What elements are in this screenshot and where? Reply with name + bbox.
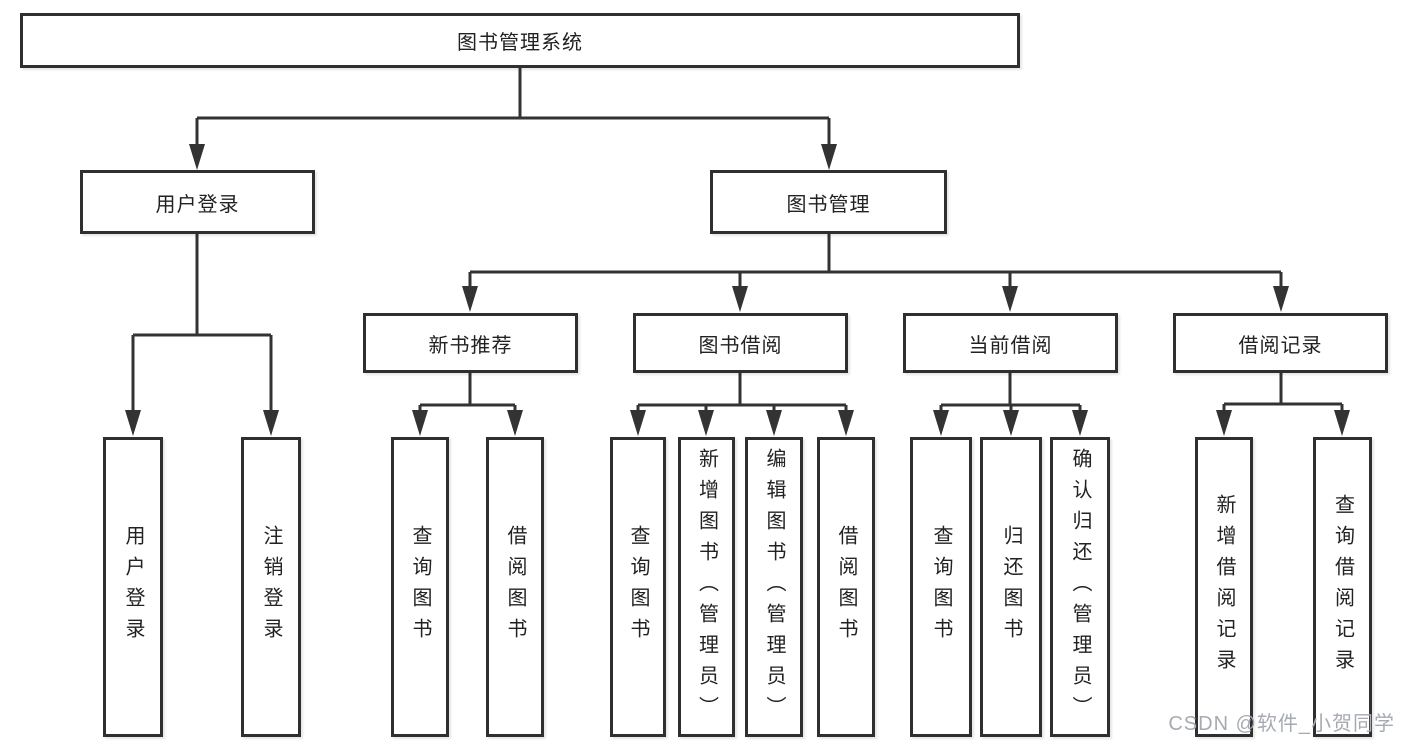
node-leaf-query-books-recommend: 查询图书 [391, 437, 449, 737]
node-leaf-borrow-books-recommend: 借阅图书 [486, 437, 544, 737]
node-leaf-user-login: 用户登录 [103, 437, 163, 737]
connector-root-to-level2 [189, 68, 837, 170]
arrowhead [838, 410, 854, 436]
arrowhead [732, 286, 748, 312]
node-label: 新增借阅记录 [1213, 494, 1235, 680]
node-borrow-records: 借阅记录 [1173, 313, 1388, 373]
arrowhead [766, 410, 782, 436]
arrowhead [1334, 410, 1350, 436]
arrowhead [125, 410, 141, 436]
arrowhead [1072, 410, 1088, 436]
node-label: 当前借阅 [968, 334, 1053, 357]
connector-new-book-recommend-children [412, 373, 523, 436]
arrowhead [933, 410, 949, 436]
node-current-borrow: 当前借阅 [903, 313, 1118, 373]
node-label: 图书管理 [786, 193, 871, 216]
node-user-login: 用户登录 [80, 170, 315, 234]
connector-book-borrow-children [630, 373, 854, 436]
node-leaf-borrow-books: 借阅图书 [817, 437, 875, 737]
csdn-watermark: CSDN @软件_小贺同学 [1168, 713, 1395, 735]
node-label: 图书管理系统 [457, 32, 583, 54]
node-leaf-query-books-borrow: 查询图书 [610, 437, 666, 737]
arrowhead [1002, 286, 1018, 312]
node-book-management: 图书管理 [710, 170, 947, 234]
node-label: 借阅记录 [1238, 334, 1323, 357]
arrowhead [507, 410, 523, 436]
node-label: 借阅图书 [504, 525, 526, 649]
arrowhead [189, 144, 205, 170]
node-leaf-return-books: 归还图书 [980, 437, 1042, 737]
node-label: 用户登录 [122, 525, 144, 649]
arrowhead [821, 144, 837, 170]
connector-book-management-children [462, 234, 1289, 312]
node-label: 新书推荐 [428, 334, 513, 357]
connector-borrow-records-children [1216, 373, 1350, 436]
node-label: 注销登录 [260, 525, 282, 649]
node-library-management-system: 图书管理系统 [20, 13, 1020, 68]
node-label: 归还图书 [1000, 525, 1022, 649]
arrowhead [1273, 286, 1289, 312]
arrowhead [698, 410, 714, 436]
node-leaf-add-books-admin: 新增图书（管理员） [678, 437, 735, 737]
node-label: 查询图书 [409, 525, 431, 649]
node-label: 确认归还（管理员） [1069, 447, 1091, 727]
node-label: 借阅图书 [835, 525, 857, 649]
arrowhead [1003, 410, 1019, 436]
arrowhead [1216, 410, 1232, 436]
node-leaf-query-books-current: 查询图书 [910, 437, 972, 737]
node-leaf-add-borrow-record: 新增借阅记录 [1195, 437, 1253, 737]
node-label: 查询图书 [627, 525, 649, 649]
arrowhead [263, 410, 279, 436]
node-leaf-query-borrow-record: 查询借阅记录 [1313, 437, 1372, 737]
node-label: 查询借阅记录 [1331, 494, 1354, 680]
node-label: 图书借阅 [698, 334, 783, 357]
node-label: 查询图书 [930, 525, 952, 649]
node-leaf-confirm-return-admin: 确认归还（管理员） [1050, 437, 1110, 737]
node-book-borrow: 图书借阅 [633, 313, 848, 373]
arrowhead [462, 286, 478, 312]
connector-user-login-children [125, 234, 279, 436]
node-label: 用户登录 [155, 193, 240, 216]
arrowhead [412, 410, 428, 436]
node-label: 新增图书（管理员） [695, 447, 718, 727]
node-new-book-recommend: 新书推荐 [363, 313, 578, 373]
node-leaf-logout: 注销登录 [241, 437, 301, 737]
node-label: 编辑图书（管理员） [763, 447, 785, 727]
arrowhead [630, 410, 646, 436]
connector-current-borrow-children [933, 373, 1088, 436]
node-leaf-edit-books-admin: 编辑图书（管理员） [745, 437, 803, 737]
